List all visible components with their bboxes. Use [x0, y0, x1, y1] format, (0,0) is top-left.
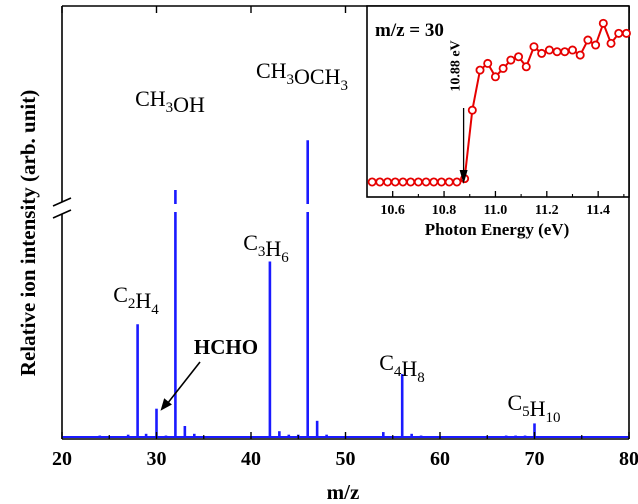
peak-label: CH3OCH3 — [256, 58, 348, 94]
hcho-arrow — [165, 361, 201, 406]
peak-label: C5H10 — [507, 390, 560, 426]
inset-data-point — [529, 42, 539, 52]
peak-break-gap — [304, 204, 311, 212]
hcho-label: HCHO — [194, 335, 258, 359]
inset-data-point — [606, 38, 616, 48]
inset-x-axis-label: Photon Energy (eV) — [425, 220, 569, 239]
inset-chart: 10.6 10.8 11.0 11.2 11.4 m/z = 30 Photon Ene… — [366, 5, 631, 239]
threshold-label: 10.88 eV — [449, 40, 464, 91]
inset-data-point — [367, 177, 377, 187]
inset-data-point — [560, 47, 570, 57]
inset-data-point — [413, 177, 423, 187]
inset-data-point — [498, 63, 508, 73]
inset-x-tick-label: 11.2 — [535, 203, 559, 218]
main-x-tick-label: 40 — [241, 448, 261, 470]
hcho-annotation: HCHO — [160, 335, 258, 411]
axis-break-mark-2 — [52, 209, 72, 219]
main-x-tick-label: 20 — [52, 448, 72, 470]
inset-data-point — [436, 177, 446, 187]
inset-data-point — [591, 40, 601, 50]
inset-data-point — [475, 65, 485, 75]
inset-data-point — [575, 50, 585, 60]
peak-label: C2H4 — [113, 282, 159, 318]
inset-data-point — [483, 58, 493, 68]
main-x-tick-label: 60 — [430, 448, 450, 470]
main-x-tick-label: 30 — [147, 448, 167, 470]
inset-data-point — [567, 45, 577, 55]
main-x-axis-label: m/z — [327, 480, 360, 504]
inset-data-point — [406, 177, 416, 187]
main-x-tick-label: 80 — [619, 448, 638, 470]
inset-data-point — [421, 177, 431, 187]
main-x-ticks: 20 30 40 50 60 70 80 — [52, 6, 638, 470]
inset-title: m/z = 30 — [375, 20, 444, 41]
inset-data-point — [544, 45, 554, 55]
inset-data-point — [398, 177, 408, 187]
inset-data-point — [429, 177, 439, 187]
inset-x-tick-label: 10.6 — [380, 203, 405, 218]
inset-data-point — [490, 72, 500, 82]
inset-data-point — [383, 177, 393, 187]
inset-data-point — [467, 105, 477, 115]
inset-data-point — [506, 55, 516, 65]
inset-x-tick-label: 11.4 — [586, 203, 610, 218]
inset-data-point — [552, 47, 562, 57]
inset-x-tick-label: 10.8 — [432, 203, 457, 218]
main-x-tick-label: 70 — [525, 448, 545, 470]
inset-x-ticks: 10.6 10.8 11.0 11.2 11.4 — [380, 191, 625, 218]
peak-label: C4H8 — [379, 350, 425, 386]
inset-data-point — [621, 28, 631, 38]
inset-data-point — [375, 177, 385, 187]
axis-break-mark-1 — [52, 197, 72, 207]
inset-data-point — [452, 177, 462, 187]
inset-data-point — [537, 48, 547, 58]
inset-data-point — [390, 177, 400, 187]
main-y-axis-label: Relative ion intensity (arb. unit) — [16, 90, 40, 376]
inset-series-points — [367, 18, 631, 187]
peak-label: CH3OH — [135, 86, 205, 117]
inset-data-point — [598, 18, 608, 28]
hcho-arrow-head — [160, 398, 172, 411]
inset-data-point — [514, 52, 524, 62]
inset-data-point — [521, 62, 531, 72]
peak-label: C3H6 — [243, 230, 289, 266]
inset-data-point — [444, 177, 454, 187]
inset-x-tick-label: 11.0 — [484, 203, 508, 218]
inset-data-point — [614, 28, 624, 38]
threshold-arrow-head — [459, 170, 468, 184]
inset-data-point — [583, 35, 593, 45]
peak-break-gap — [172, 204, 179, 212]
main-x-tick-label: 50 — [336, 448, 356, 470]
